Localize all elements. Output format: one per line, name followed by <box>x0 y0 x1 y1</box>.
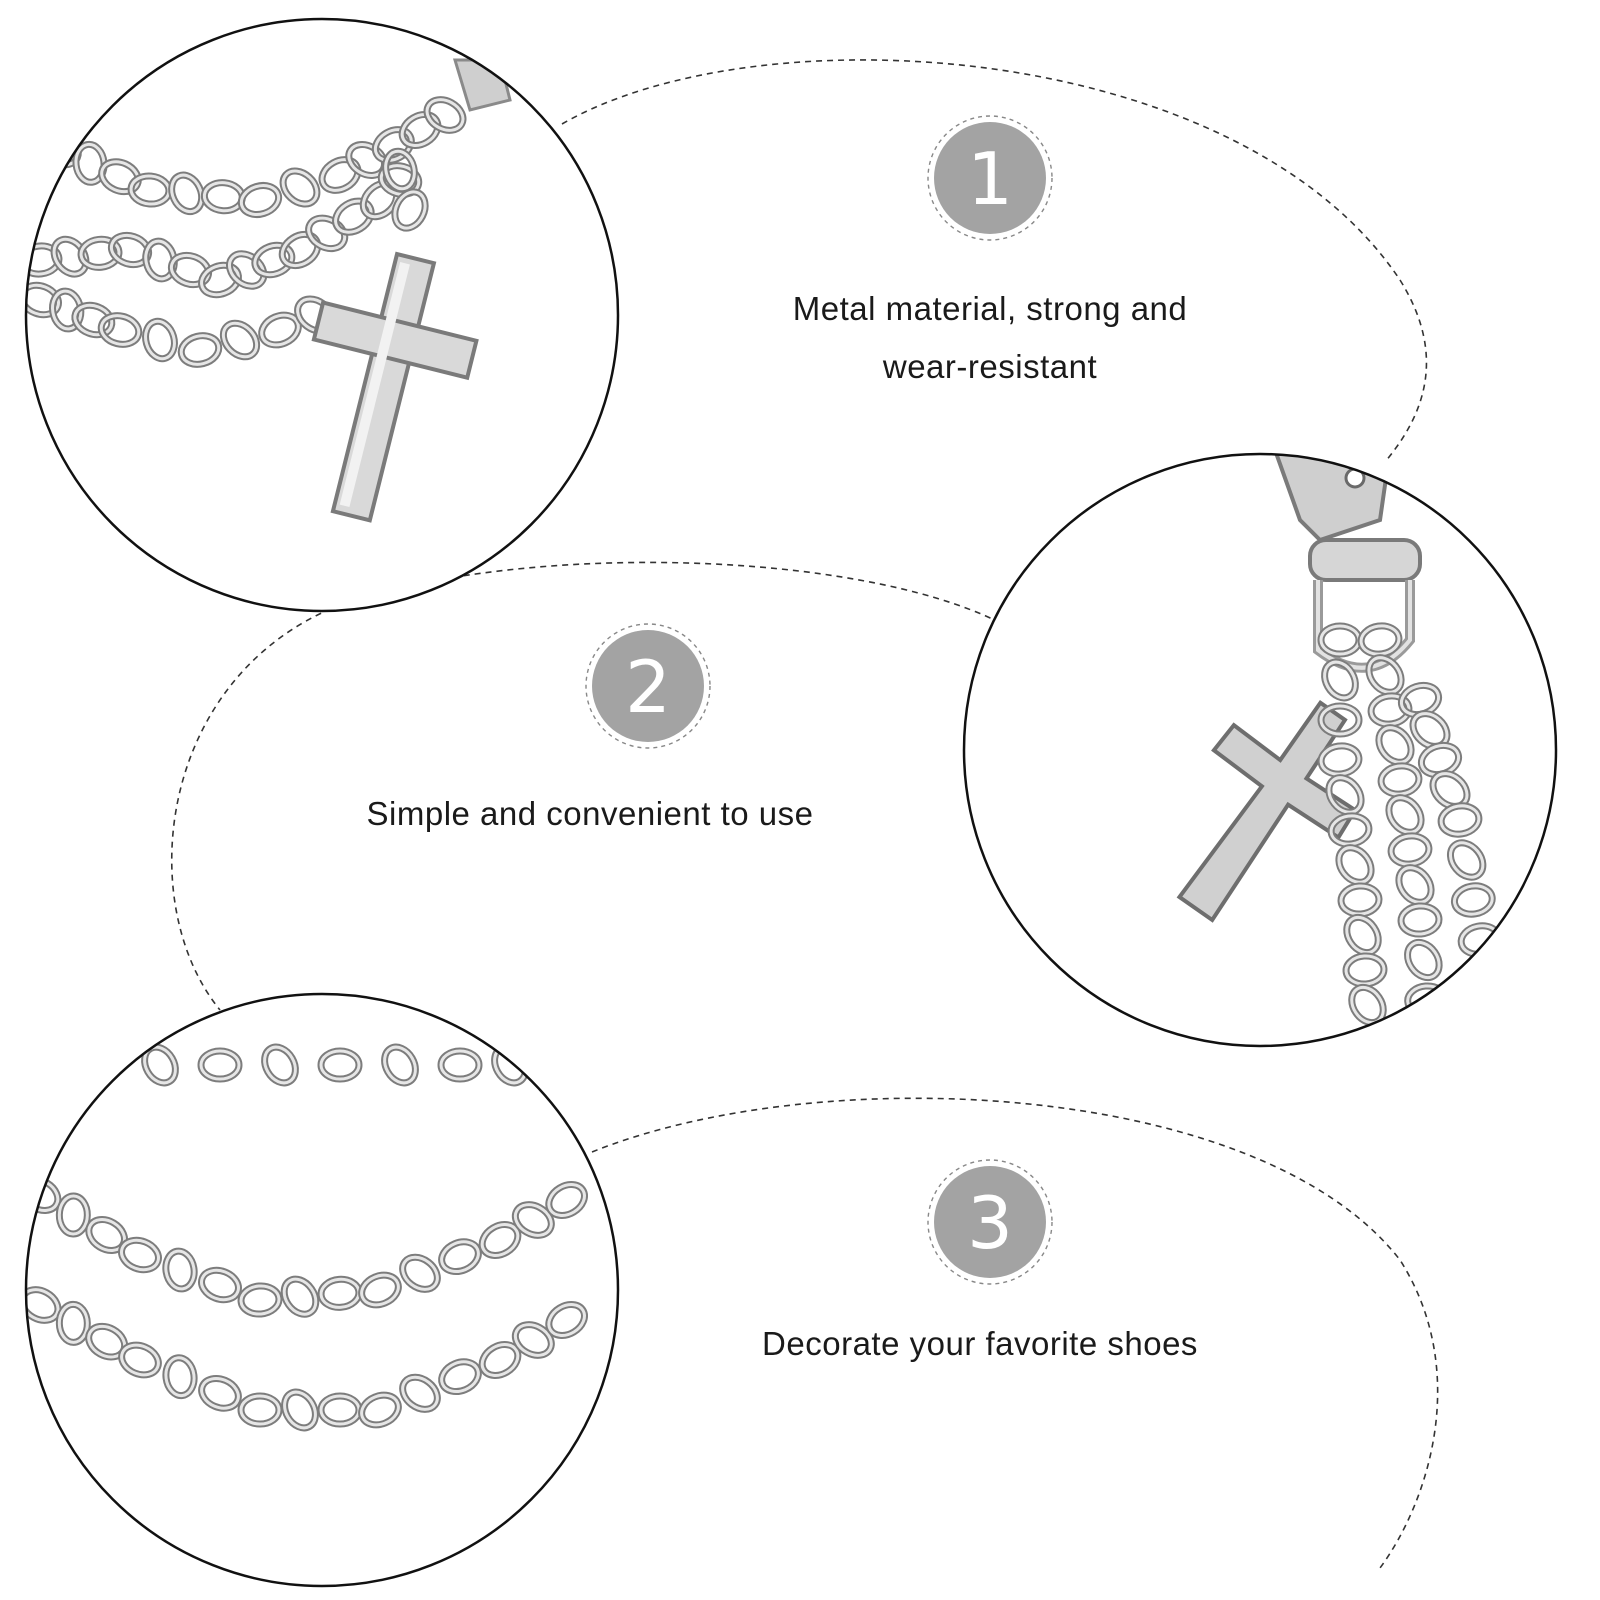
three-strand-chain-image <box>24 992 620 1588</box>
badge-3: 3 <box>927 1159 1053 1285</box>
clasp-cross-closeup-image <box>962 452 1558 1048</box>
feature-3-line-1: Decorate your favorite shoes <box>762 1325 1198 1362</box>
feature-2-caption: Simple and convenient to use <box>330 785 850 843</box>
dashed-loop-3 <box>591 1097 1439 1569</box>
badge-3-number: 3 <box>967 1181 1013 1265</box>
chain-link <box>1472 989 1515 1024</box>
feature-1-caption: Metal material, strong and wear-resistan… <box>760 280 1220 396</box>
badge-1: 1 <box>927 115 1053 241</box>
feature-1-line-2: wear-resistant <box>882 348 1098 385</box>
badge-1-number: 1 <box>967 137 1013 221</box>
chain-link <box>81 1051 119 1079</box>
dashed-loop-1 <box>561 59 1428 463</box>
feature-1-line-1: Metal material, strong and <box>792 290 1188 327</box>
badge-2: 2 <box>585 623 711 749</box>
badge-2-number: 2 <box>625 645 671 729</box>
feature-3-caption: Decorate your favorite shoes <box>720 1315 1240 1373</box>
feature-2-line-1: Simple and convenient to use <box>366 795 814 832</box>
chain-cross-closeup-image <box>24 17 620 613</box>
